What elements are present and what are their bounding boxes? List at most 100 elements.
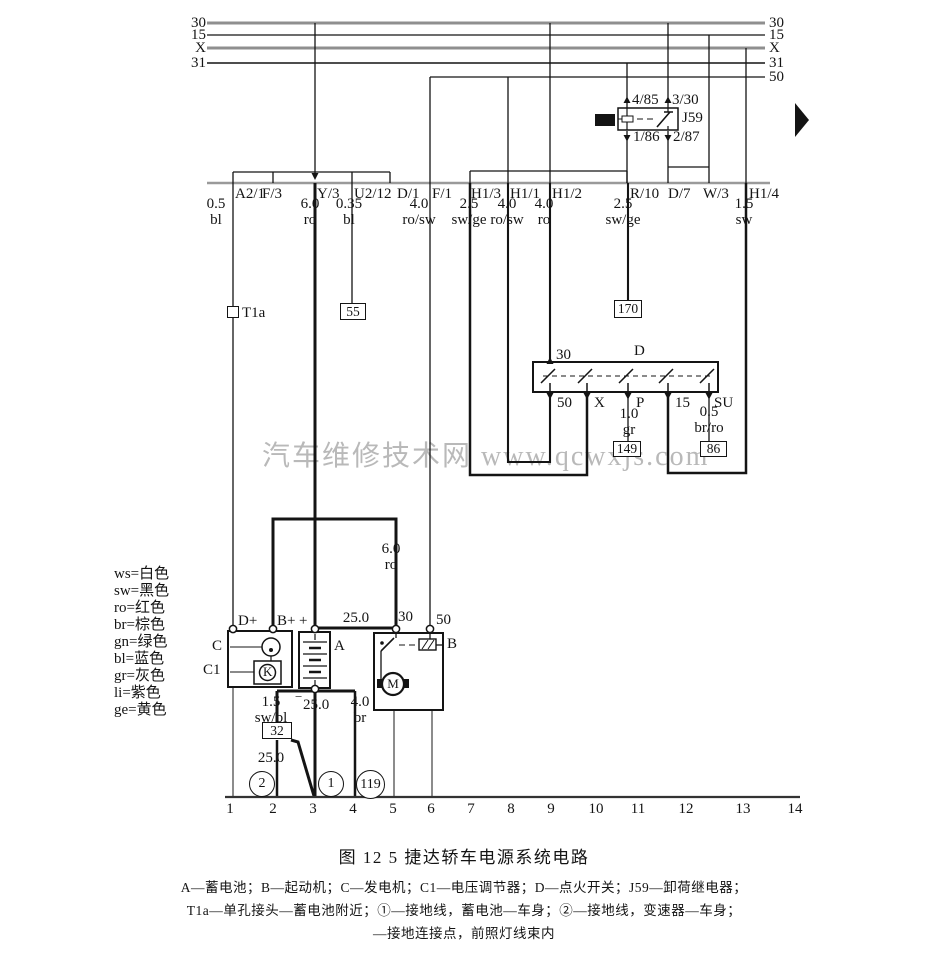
wire-spec: 6.0 ro [300, 196, 320, 229]
battery-label: A [334, 638, 345, 654]
scale-1: 1 [226, 801, 234, 817]
regulator-k: K [263, 664, 273, 679]
ignition-switch-symbol [532, 357, 719, 400]
ground-marker-1: 1 [318, 771, 344, 797]
starter-label: B [447, 636, 458, 652]
figure-title: 图 12 5 捷达轿车电源系统电路 [338, 848, 590, 867]
connector-h14: H1/4 [749, 186, 779, 202]
battery-symbol [298, 631, 331, 689]
legend-li: li=紫色 [114, 685, 161, 701]
relay-name: J59 [682, 110, 703, 126]
scale-7: 7 [467, 801, 475, 817]
scale-13: 13 [735, 801, 751, 817]
ignition-top-30: 30 [556, 347, 571, 363]
bus-x-right: X [769, 40, 780, 56]
wires-heavy [275, 183, 748, 797]
point-55: 55 [340, 303, 366, 320]
terminal-circles [228, 624, 435, 694]
scale-4: 4 [349, 801, 357, 817]
wire-spec: 1.5 sw [734, 196, 754, 229]
scale-2: 2 [269, 801, 277, 817]
connector-d7: D/7 [668, 186, 691, 202]
caption-line-2: T1a—单孔接头—蓄电池附近；①—接地线，蓄电池—车身；②—接地线，变速器—车身… [186, 903, 742, 918]
wire-spec: 4.0 ro [534, 196, 554, 229]
relay-j59-symbol [595, 96, 679, 142]
motor-m: M [387, 676, 399, 691]
bus-x-left: X [195, 40, 206, 56]
bus-30-right: 30 [769, 15, 784, 31]
point-170: 170 [614, 300, 642, 318]
scale-8: 8 [507, 801, 515, 817]
wire-spec: 4.0 ro/sw [402, 196, 436, 229]
connector-h12: H1/2 [552, 186, 582, 202]
starter-t50: 50 [436, 612, 451, 628]
generator-symbol [227, 630, 293, 688]
ignition-bp: P [636, 395, 645, 411]
bus-31-left: 31 [191, 55, 206, 71]
bus-lines [207, 21, 770, 185]
wire-spec: 2.5 sw/ge [605, 196, 641, 229]
p-wire-spec: 1.0 gr [619, 406, 639, 439]
legend-ge: ge=黄色 [114, 702, 167, 718]
scale-12: 12 [678, 801, 694, 817]
relay-terminal-186: 1/86 [633, 129, 660, 145]
point-32: 32 [262, 722, 292, 739]
ignition-bx: X [594, 395, 605, 411]
legend-bl: bl=蓝色 [114, 651, 165, 667]
bus-31-right: 31 [769, 55, 784, 71]
point-86: 86 [700, 441, 727, 457]
legend-ws: ws=白色 [114, 566, 170, 582]
wire-spec: 0.35 bl [335, 196, 363, 229]
legend-br: br=棕色 [114, 617, 165, 633]
wire-spec: 4.0 ro/sw [490, 196, 524, 229]
scale-5: 5 [389, 801, 397, 817]
ignition-b50: 50 [557, 395, 572, 411]
ground-marker-119: 119 [356, 770, 385, 799]
relay-plate-marker [595, 114, 615, 126]
connector-w3: W/3 [703, 186, 729, 202]
t1a-terminal-box [227, 306, 239, 318]
wires-cable [271, 183, 398, 797]
connector-f3: F/3 [262, 186, 283, 202]
bus-30-left: 30 [191, 15, 206, 31]
caption-line-1: A—蓄电池；B—起动机；C—发电机；C1—电压调节器；D—点火开关；J59—卸荷… [180, 880, 748, 895]
connector-y3: Y/3 [317, 186, 340, 202]
connector-f1: F/1 [432, 186, 453, 202]
starter-t30: 30 [398, 609, 413, 625]
scale-10: 10 [588, 801, 604, 817]
battery-minus: − [295, 689, 303, 704]
cable-6-spec: 6.0 ro [381, 541, 401, 574]
connector-h13: H1/3 [471, 186, 501, 202]
ground-marker-2: 2 [249, 771, 275, 797]
relay-terminal-330: 3/30 [672, 92, 699, 108]
t1a-label: T1a [242, 305, 266, 321]
caption-line-3: —接地连接点，前照灯线束内 [373, 926, 555, 941]
relay-terminal-485: 4/85 [632, 92, 659, 108]
legend-sw: sw=黑色 [114, 583, 170, 599]
legend-gr: gr=灰色 [114, 668, 165, 684]
point-149: 149 [613, 441, 641, 457]
connector-h11: H1/1 [510, 186, 540, 202]
continuation-arrow-icon [795, 103, 809, 137]
cable-25-ground: 25.0 [303, 697, 330, 713]
strap-15-spec: 1.5 sw/bl [254, 694, 288, 727]
cable-25-main: 25.0 [342, 610, 370, 626]
bus-15-left: 15 [191, 27, 206, 43]
connector-r10: R/10 [630, 186, 660, 202]
wires-medium [506, 183, 630, 464]
generator-label: C [212, 638, 223, 654]
bus-15-right: 15 [769, 27, 784, 43]
battery-plus: + [299, 613, 308, 629]
ignition-b15: 15 [675, 395, 690, 411]
relay-terminal-287: 2/87 [673, 129, 700, 145]
scale-14: 14 [787, 801, 803, 817]
ignition-bsu: SU [714, 395, 734, 411]
connector-d1: D/1 [397, 186, 420, 202]
scale-11: 11 [630, 801, 646, 817]
legend-ro: ro=红色 [114, 600, 165, 616]
ignition-label: D [634, 343, 645, 359]
feed-arrow-icon [311, 173, 319, 180]
terminal-d-plus: D+ [238, 613, 258, 629]
scale-9: 9 [547, 801, 555, 817]
